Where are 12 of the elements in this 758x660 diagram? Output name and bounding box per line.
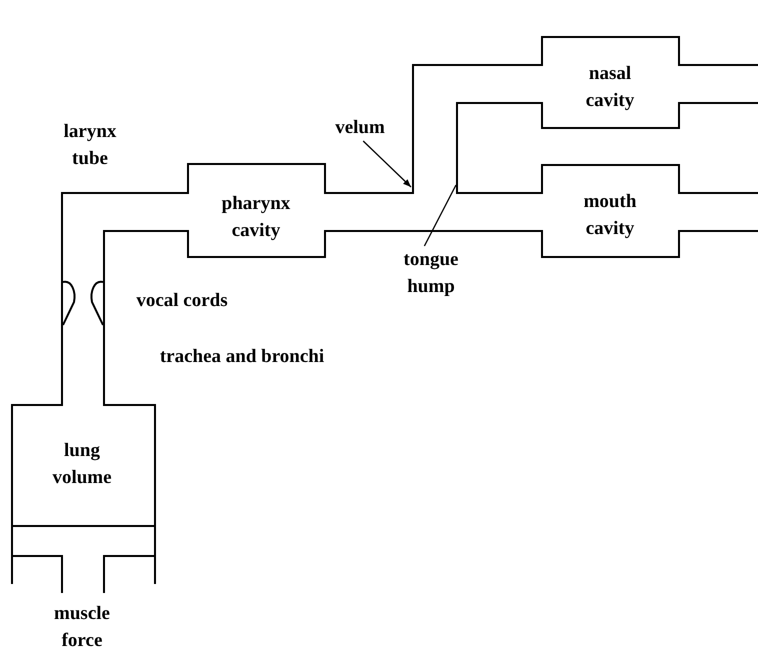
part-label: lung volume (51, 439, 113, 490)
leader-line (362, 140, 412, 188)
part-label: pharynx cavity (220, 192, 292, 243)
callout-text: tongue hump (398, 246, 464, 300)
part-label: mouth cavity (582, 190, 638, 241)
part-label: larynx tube (62, 120, 118, 171)
leader-line (424, 184, 457, 246)
part-label: vocal cords (135, 289, 229, 313)
callout-text: velum (328, 114, 392, 141)
part-label: trachea and bronchi (158, 345, 326, 369)
part-label: nasal cavity (584, 62, 636, 113)
part-label: muscle force (53, 602, 111, 653)
